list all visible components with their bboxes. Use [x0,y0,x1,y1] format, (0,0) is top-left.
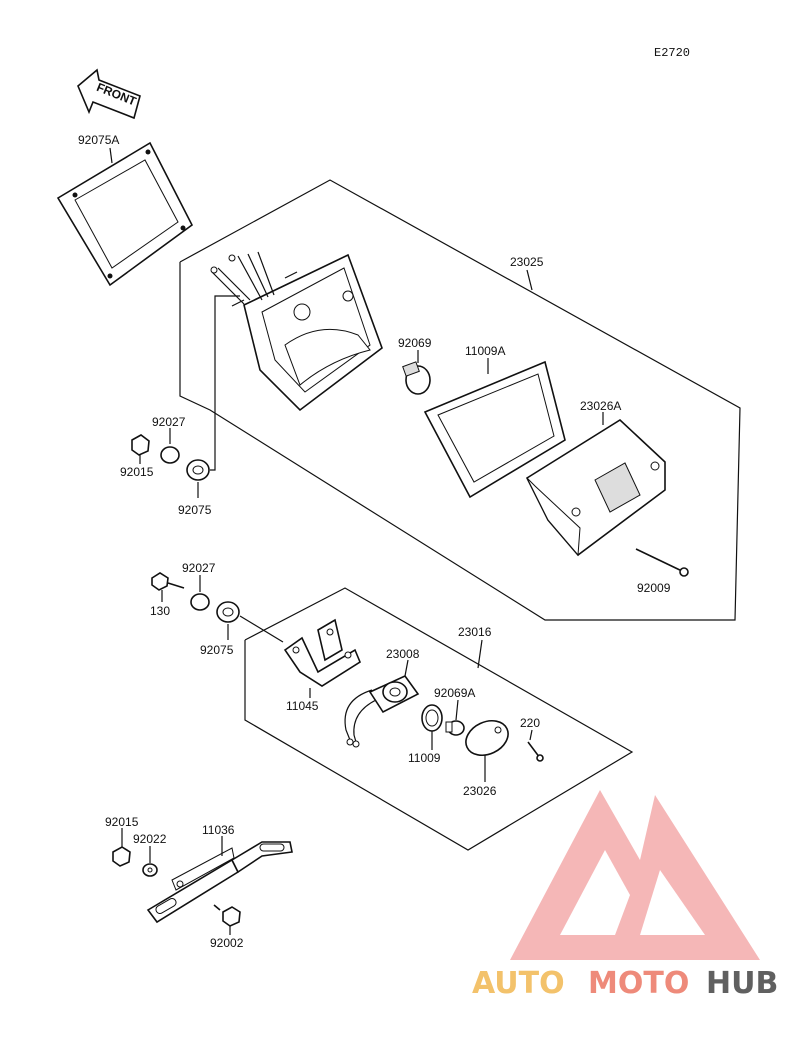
part-label-11009: 11009 [408,751,441,765]
nut-92015-upper [131,434,150,456]
part-label-92075a: 92075A [78,133,119,147]
screw-92009 [635,548,689,577]
assembly-outline-23025 [179,179,741,621]
watermark-part1: AUTO [472,966,565,1001]
watermark-logo-icon [510,790,760,960]
part-label-92027-lower: 92027 [182,561,216,575]
bulb-92069a [445,720,465,736]
socket-23008 [344,674,420,748]
part-label-92069a: 92069A [434,686,475,700]
grommet-92075-upper [186,459,210,481]
part-label-92075-upper: 92075 [178,503,212,517]
nut-92015-lower [112,846,131,867]
part-label-92002: 92002 [210,936,244,950]
part-label-92009: 92009 [637,581,671,595]
lens-23026 [465,719,509,757]
bracket-11045 [283,618,361,687]
watermark-text: AUTO MOTO HUB [472,966,778,1001]
part-label-92015-lower: 92015 [105,815,139,829]
part-label-92022: 92022 [133,832,167,846]
part-label-23026: 23026 [463,784,497,798]
gasket-ring-11009 [421,704,443,732]
screw-220 [527,741,544,762]
lens-23026a [525,418,666,557]
grommet-92075-lower [216,601,240,623]
collar-92027-upper [160,446,180,464]
part-label-23016: 23016 [458,625,492,639]
part-label-92075-lower: 92075 [200,643,234,657]
part-label-92069: 92069 [398,336,432,350]
gasket-92075a [56,141,194,287]
watermark-part3: HUB [706,966,778,1001]
lens-gasket-11009a [423,360,566,499]
tail-light-housing [210,251,383,412]
assembly-outline-23016 [244,587,634,851]
bolt-130 [151,572,185,591]
part-label-23008: 23008 [386,647,420,661]
watermark-part2: MOTO [588,966,689,1001]
part-label-92027-upper: 92027 [152,415,186,429]
part-label-220: 220 [520,716,540,730]
part-label-11036: 11036 [202,823,235,837]
collar-92027-lower [190,593,210,611]
part-label-11009a: 11009A [465,344,505,358]
part-label-23026a: 23026A [580,399,621,413]
part-label-11045: 11045 [286,699,319,713]
washer-92022 [142,863,158,877]
bolt-92002 [213,904,241,927]
bulb-92069 [402,361,431,395]
bracket-11036 [146,841,293,924]
part-label-23025: 23025 [510,255,544,269]
part-label-92015-upper: 92015 [120,465,154,479]
front-arrow-icon: FRONT [77,68,141,120]
part-label-130: 130 [150,604,170,618]
diagram-code: E2720 [654,46,690,60]
